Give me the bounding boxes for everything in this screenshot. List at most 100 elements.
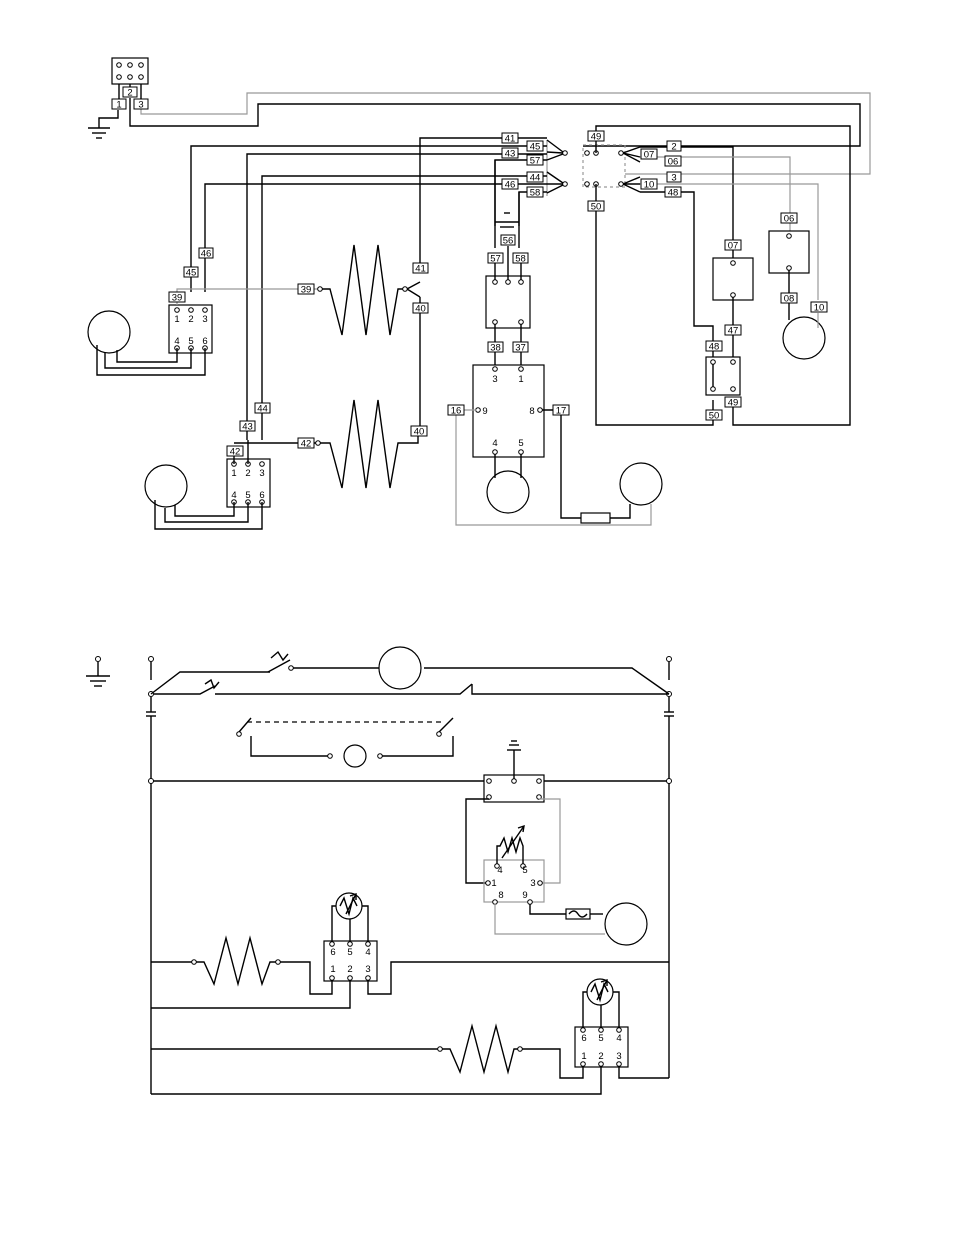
relay-lower-pin-4: 4: [231, 490, 236, 501]
tag-40-lower: 40: [414, 427, 425, 438]
relay-lower-pin-1: 1: [231, 468, 236, 479]
heater-element-lower: [316, 400, 418, 488]
motor-top-schematic: [379, 647, 421, 689]
tag-39-relay: 39: [172, 293, 183, 304]
tag-3: 3: [138, 100, 143, 111]
thermostat-left-pin-5: 5: [347, 947, 352, 958]
tag-07: 07: [644, 150, 655, 161]
relay-upper: 1 2 3 4 5 6: [169, 305, 212, 353]
tag-06: 06: [668, 157, 679, 168]
tag-2-right: 2: [671, 142, 676, 153]
control-board-pin-5: 5: [518, 438, 523, 449]
tag-56: 56: [503, 236, 514, 247]
tag-10-motor: 10: [814, 303, 825, 314]
tag-38: 38: [490, 343, 501, 354]
thermostat-left-pin-1: 1: [330, 964, 335, 975]
thermostat-left: 6 5 4 1 2 3: [324, 893, 377, 981]
tag-37: 37: [515, 343, 526, 354]
tag-57: 57: [530, 156, 541, 167]
heater-element-upper: [318, 245, 420, 335]
thermostat-right-pin-5: 5: [598, 1033, 603, 1044]
thermostat-right-pin-1: 1: [581, 1051, 586, 1062]
right-component-07: [713, 258, 753, 300]
thermostat-right-pin-6: 6: [581, 1033, 586, 1044]
schematic-layout: 4 5 1 3 8 9 6 5: [86, 647, 674, 1094]
tag-43: 43: [505, 149, 516, 160]
tag-08: 08: [784, 294, 795, 305]
tag-50: 50: [591, 202, 602, 213]
relay-upper-pin-1: 1: [174, 314, 179, 325]
tag-42-heater: 42: [301, 439, 312, 450]
selector-switch-left: [547, 140, 567, 196]
control-board: 3 1 9 8 4 5: [473, 365, 544, 457]
control-board-pin-1: 1: [518, 374, 523, 385]
tag-49: 49: [591, 132, 602, 143]
motor-lower-left: [145, 465, 187, 507]
thermostat-left-pin-4: 4: [365, 947, 370, 958]
timer-pin-4: 4: [497, 865, 502, 876]
selector-switch-center: [583, 145, 625, 187]
relay-lower-pin-6: 6: [259, 490, 264, 501]
tag-50-relay: 50: [709, 411, 720, 422]
tag-45: 45: [530, 142, 541, 153]
timer-pin-9: 9: [522, 890, 527, 901]
right-component-06: [769, 231, 809, 273]
timer-module: 4 5 1 3 8 9: [484, 860, 544, 904]
thermostat-left-pin-3: 3: [365, 964, 370, 975]
tag-40-upper: 40: [415, 304, 426, 315]
center-switch: [486, 276, 530, 328]
relay-lower-pin-3: 3: [259, 468, 264, 479]
tag-06-component: 06: [784, 214, 795, 225]
control-relay: [484, 741, 544, 802]
potentiometer-symbol: [497, 826, 524, 864]
control-board-pin-4: 4: [492, 438, 497, 449]
tag-48: 48: [668, 188, 679, 199]
tag-48-relay: 48: [709, 342, 720, 353]
relay-upper-pin-2: 2: [188, 314, 193, 325]
wiring-layout: 1 2 3 4 5 6: [88, 58, 870, 529]
relay-upper-pin-4: 4: [174, 336, 179, 347]
relay-lower-pin-2: 2: [245, 468, 250, 479]
thermostat-left-pin-2: 2: [347, 964, 352, 975]
tag-3-right: 3: [671, 173, 676, 184]
tag-43-left: 43: [242, 422, 253, 433]
tag-07-component: 07: [728, 241, 739, 252]
fuse-symbol: [581, 513, 610, 523]
tag-46-left: 46: [201, 249, 212, 260]
timer-pin-3: 3: [530, 878, 535, 889]
tag-2: 2: [127, 88, 132, 99]
timer-pin-1: 1: [491, 878, 496, 889]
relay-lower-pin-5: 5: [245, 490, 250, 501]
timer-pin-5: 5: [522, 865, 527, 876]
tag-42-relay: 42: [230, 447, 241, 458]
tag-49-relay: 49: [728, 398, 739, 409]
thermostat-left-pin-6: 6: [330, 947, 335, 958]
relay-upper-pin-3: 3: [202, 314, 207, 325]
motor-upper-left: [88, 311, 130, 353]
tag-41: 41: [505, 134, 516, 145]
tag-58-switch: 58: [515, 254, 526, 265]
tag-46: 46: [505, 180, 516, 191]
tag-1: 1: [116, 100, 121, 111]
motor-middle-schematic: [344, 745, 366, 767]
relay-upper-pin-5: 5: [188, 336, 193, 347]
tag-44: 44: [530, 173, 541, 184]
tag-45-left: 45: [186, 268, 197, 279]
tag-10: 10: [644, 180, 655, 191]
motor-center: [487, 471, 529, 513]
relay-upper-pin-6: 6: [202, 336, 207, 347]
tag-47: 47: [728, 326, 739, 337]
ground-symbol-bottom: [86, 657, 110, 687]
ground-symbol-top: [88, 110, 118, 138]
tag-17: 17: [556, 406, 567, 417]
relay-lower: 1 2 3 4 5 6: [227, 459, 270, 507]
tag-16: 16: [451, 406, 462, 417]
tag-57-switch: 57: [490, 254, 501, 265]
tag-41-switch: 41: [415, 264, 426, 275]
control-board-pin-3: 3: [492, 374, 497, 385]
tag-58: 58: [530, 188, 541, 199]
timer-pin-8: 8: [498, 890, 503, 901]
right-relay-48: [706, 357, 740, 395]
tag-44-left: 44: [257, 404, 268, 415]
